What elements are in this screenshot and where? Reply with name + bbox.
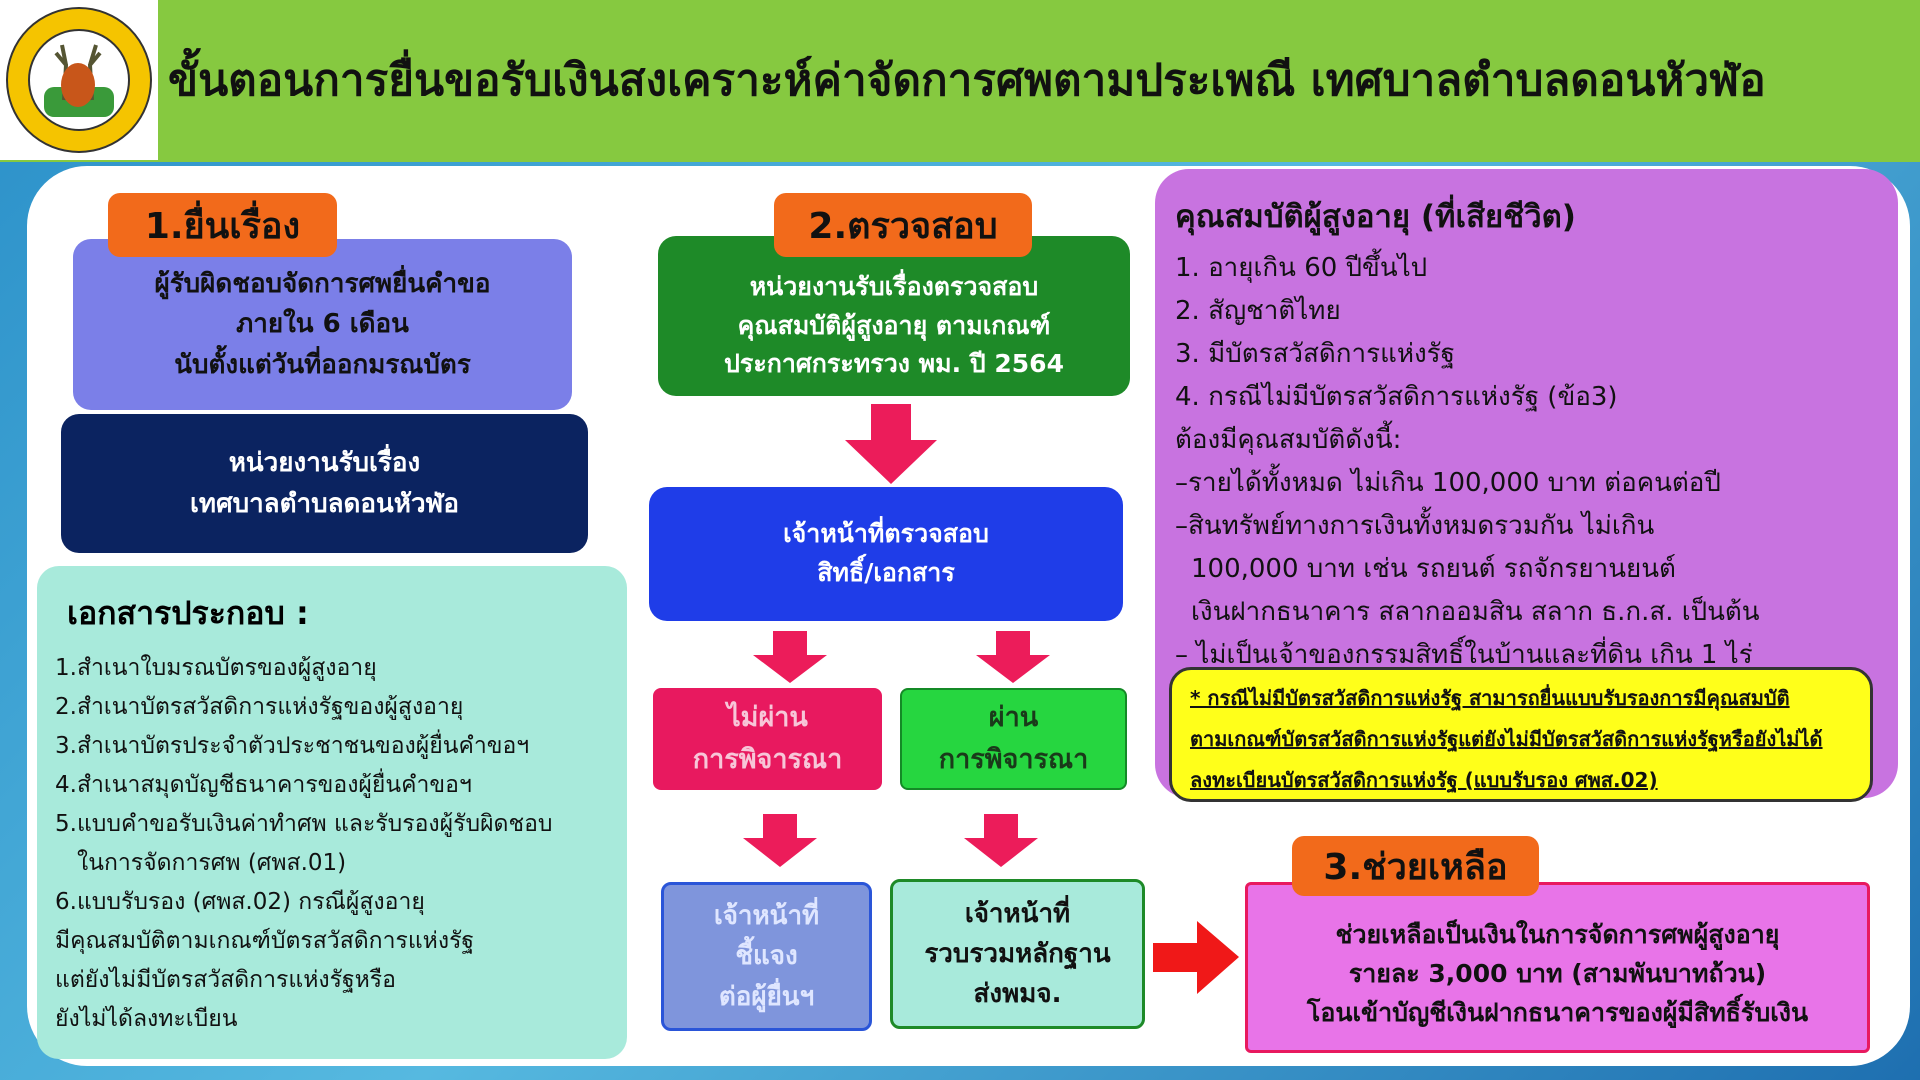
text-line: รายละ 3,000 บาท (สามพันบาทถ้วน)	[1348, 959, 1767, 989]
arrow-down-icon	[753, 631, 827, 683]
text-line: เจ้าหน้าที่	[964, 898, 1071, 929]
text-line: ชี้แจง	[735, 941, 798, 972]
list-item: 2. สัญชาติไทย	[1175, 296, 1341, 326]
list-item: 3. มีบัตรสวัสดิการแห่งรัฐ	[1175, 339, 1455, 369]
text-line: ภายใน 6 เดือน	[236, 309, 409, 340]
list-item: เงินฝากธนาคาร สลากออมสิน สลาก ธ.ก.ส. เป็…	[1191, 597, 1760, 627]
text-line: ลงทะเบียนบัตรสวัสดิการแห่งรัฐ (แบบรับรอง…	[1190, 768, 1658, 792]
header-bar	[0, 0, 1920, 162]
list-item: 100,000 บาท เช่น รถยนต์ รถจักรยานยนต์	[1191, 554, 1676, 584]
list-item: 1.สำเนาใบมรณบัตรของผู้สูงอายุ	[55, 655, 377, 681]
list-item: –รายได้ทั้งหมด ไม่เกิน 100,000 บาท ต่อคน…	[1175, 468, 1721, 498]
step3-label: 3.ช่วยเหลือ	[1292, 836, 1539, 896]
officer-check-box: เจ้าหน้าที่ตรวจสอบ สิทธิ์/เอกสาร	[649, 487, 1123, 621]
list-item: 5.แบบคำขอรับเงินค่าทำศพ และรับรองผู้รับผ…	[55, 811, 553, 837]
verification-box: หน่วยงานรับเรื่องตรวจสอบ คุณสมบัติผู้สูง…	[658, 236, 1130, 396]
approved-box: ผ่าน การพิจารณา	[900, 688, 1127, 790]
collect-evidence-box: เจ้าหน้าที่ รวบรวมหลักฐาน ส่งพมจ.	[890, 879, 1145, 1029]
text-line: เจ้าหน้าที่ตรวจสอบ	[783, 519, 989, 549]
not-approved-box: ไม่ผ่าน การพิจารณา	[653, 688, 882, 790]
text-line: หน่วยงานรับเรื่อง	[228, 448, 421, 479]
step1-label: 1.ยื่นเรื่อง	[108, 193, 337, 257]
text-line: * กรณีไม่มีบัตรสวัสดิการแห่งรัฐ สามารถยื…	[1190, 686, 1790, 710]
list-item: 1. อายุเกิน 60 ปีขึ้นไป	[1175, 253, 1428, 283]
list-item: 3.สำเนาบัตรประจำตัวประชาชนของผู้ยื่นคำขอ…	[55, 733, 530, 759]
qualifications-title: คุณสมบัติผู้สูงอายุ (ที่เสียชีวิต)	[1175, 199, 1576, 235]
arrow-down-icon	[845, 404, 937, 484]
text-line: ตามเกณฑ์บัตรสวัสดิการแห่งรัฐแต่ยังไม่มีบ…	[1190, 727, 1823, 751]
list-item: 2.สำเนาบัตรสวัสดิการแห่งรัฐของผู้สูงอายุ	[55, 694, 464, 720]
list-item: ในการจัดการศพ (ศพส.01)	[77, 850, 347, 876]
text-line: การพิจารณา	[938, 744, 1089, 775]
text-line: นับตั้งแต่วันที่ออกมรณบัตร	[174, 349, 471, 380]
list-item: 4.สำเนาสมุดบัญชีธนาคารของผู้ยื่นคำขอฯ	[55, 772, 472, 798]
page-title: ขั้นตอนการยื่นขอรับเงินสงเคราะห์ค่าจัดกา…	[168, 55, 1766, 106]
list-item: 6.แบบรับรอง (ศพส.02) กรณีผู้สูงอายุ	[55, 889, 425, 915]
documents-list: 1.สำเนาใบมรณบัตรของผู้สูงอายุ 2.สำเนาบัต…	[55, 649, 609, 1039]
text-line: ผู้รับผิดชอบจัดการศพยื่นคำขอ	[154, 269, 491, 300]
receiving-office-box: หน่วยงานรับเรื่อง เทศบาลตำบลดอนหัวฬ่อ	[61, 414, 588, 553]
explain-to-applicant-box: เจ้าหน้าที่ ชี้แจง ต่อผู้ยื่นฯ	[661, 882, 872, 1031]
text-line: ไม่ผ่าน	[727, 702, 808, 734]
list-item: ต้องมีคุณสมบัติดังนี้:	[1175, 425, 1402, 455]
text-line: รวบรวมหลักฐาน	[924, 938, 1111, 969]
text-line: ส่งพมจ.	[973, 979, 1062, 1010]
text-line: หน่วยงานรับเรื่องตรวจสอบ	[749, 271, 1039, 301]
arrow-right-icon	[1153, 921, 1239, 994]
list-item: มีคุณสมบัติตามเกณฑ์บัตรสวัสดิการแห่งรัฐ	[55, 928, 475, 954]
text-line: โอนเข้าบัญชีเงินฝากธนาคารของผู้มีสิทธิ์ร…	[1306, 997, 1809, 1027]
list-item: ยังไม่ได้ลงทะเบียน	[55, 1006, 238, 1032]
text-line: คุณสมบัติผู้สูงอายุ ตามเกณฑ์	[737, 310, 1051, 340]
documents-box: เอกสารประกอบ : 1.สำเนาใบมรณบัตรของผู้สูง…	[37, 566, 627, 1059]
arrow-down-icon	[976, 631, 1050, 683]
documents-title: เอกสารประกอบ :	[67, 594, 309, 632]
text-line: ช่วยเหลือเป็นเงินในการจัดการศพผู้สูงอายุ	[1335, 920, 1780, 950]
list-item: แต่ยังไม่มีบัตรสวัสดิการแห่งรัฐหรือ	[55, 967, 396, 993]
text-line: เทศบาลตำบลดอนหัวฬ่อ	[190, 488, 459, 519]
text-line: สิทธิ์/เอกสาร	[817, 558, 955, 587]
submission-info-box: ผู้รับผิดชอบจัดการศพยื่นคำขอ ภายใน 6 เดื…	[73, 239, 572, 410]
deer-seal-icon	[6, 7, 152, 153]
municipality-logo	[0, 0, 158, 160]
text-line: ต่อผู้ยื่นฯ	[718, 981, 815, 1012]
qualifications-list: 1. อายุเกิน 60 ปีขึ้นไป 2. สัญชาติไทย 3.…	[1175, 247, 1878, 677]
text-line: ผ่าน	[988, 702, 1039, 734]
welfare-card-note: * กรณีไม่มีบัตรสวัสดิการแห่งรัฐ สามารถยื…	[1169, 667, 1873, 802]
list-item: 4. กรณีไม่มีบัตรสวัสดิการแห่งรัฐ (ข้อ3)	[1175, 382, 1618, 412]
assistance-box: ช่วยเหลือเป็นเงินในการจัดการศพผู้สูงอายุ…	[1245, 882, 1870, 1053]
list-item: – ไม่เป็นเจ้าของกรรมสิทธิ์ในบ้านและที่ดิ…	[1175, 640, 1753, 670]
list-item: –สินทรัพย์ทางการเงินทั้งหมดรวมกัน ไม่เกิ…	[1175, 511, 1655, 541]
text-line: การพิจารณา	[692, 744, 843, 775]
text-line: เจ้าหน้าที่	[713, 901, 820, 932]
step2-label: 2.ตรวจสอบ	[774, 193, 1032, 257]
arrow-down-icon	[964, 814, 1038, 867]
text-line: ประกาศกระทรวง พม. ปี 2564	[724, 349, 1064, 379]
arrow-down-icon	[743, 814, 817, 867]
